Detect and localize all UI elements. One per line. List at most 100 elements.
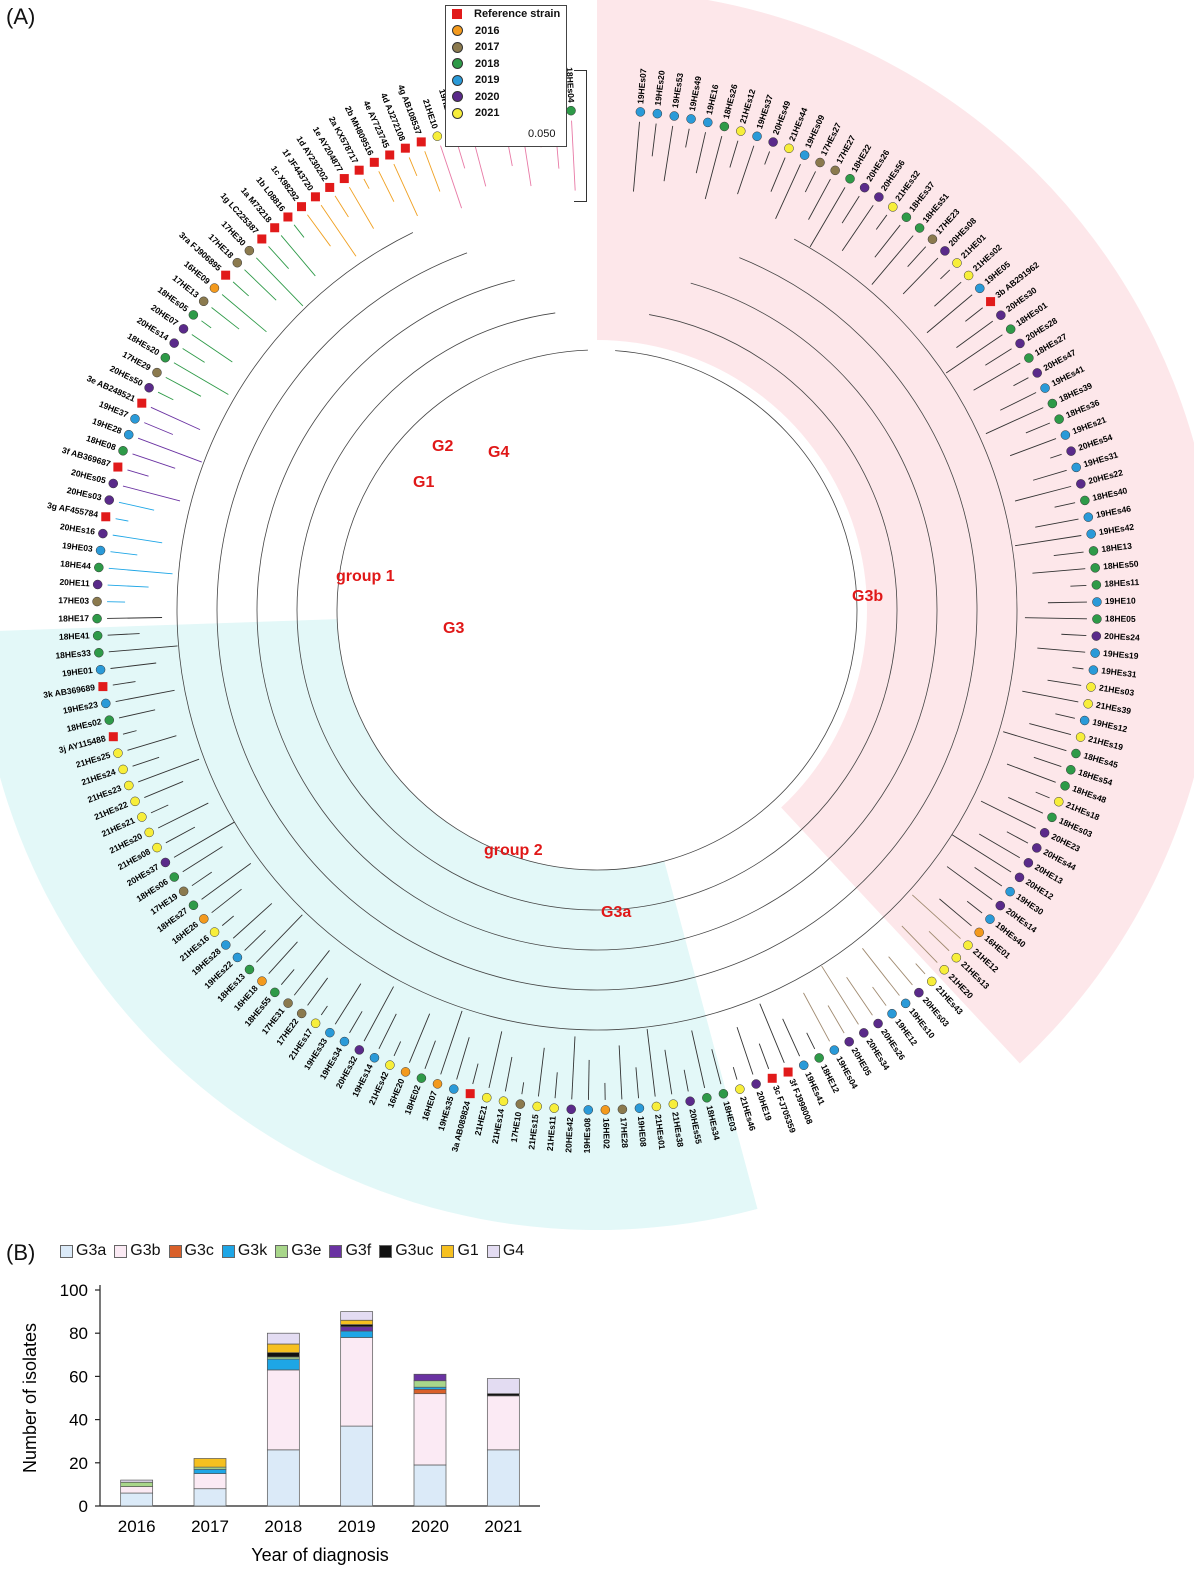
bar-legend-label: G3uc — [395, 1242, 434, 1259]
isolate-marker — [482, 1092, 492, 1103]
tree-branch — [150, 804, 169, 814]
isolate-marker — [939, 965, 949, 975]
isolate-marker — [92, 630, 103, 641]
isolate-marker — [310, 1018, 321, 1029]
isolate-marker — [1014, 872, 1025, 883]
isolate-marker — [232, 257, 243, 268]
tree-branch — [1025, 422, 1051, 434]
label-g3b: G3b — [852, 588, 884, 605]
tip-label: 20HEs24 — [1104, 631, 1140, 643]
isolate-marker — [963, 940, 973, 950]
tree-branch — [363, 178, 370, 189]
reference-strain-marker — [283, 212, 293, 222]
tree-branch — [888, 956, 913, 986]
isolate-marker — [859, 1028, 869, 1038]
tree-branch — [232, 903, 273, 939]
isolate-marker — [160, 857, 171, 868]
tip-label: 18HE13 — [1101, 541, 1133, 555]
circle-marker-icon — [452, 107, 463, 119]
bar-segment — [486, 1449, 520, 1507]
bar-legend-item: G4 — [486, 1242, 524, 1260]
tree-branch — [587, 1059, 590, 1100]
tree-branch — [806, 1032, 816, 1050]
tree-branch — [1037, 647, 1086, 653]
bar-segment — [413, 1380, 447, 1388]
isolate-marker — [830, 165, 840, 176]
tree-branch — [1053, 551, 1084, 557]
panel-a-label: (A) — [6, 4, 36, 29]
bar-segment — [120, 1479, 154, 1483]
tree-branch — [320, 1005, 328, 1016]
tree-branch — [945, 334, 1003, 374]
tree-branch — [191, 334, 233, 363]
tip-label: 3g AF455784 — [46, 500, 99, 520]
isolate-marker — [1088, 546, 1099, 556]
tree-branch — [1009, 438, 1057, 457]
tree-branch — [268, 941, 298, 975]
tree-branch — [1008, 797, 1044, 814]
tree-branch — [268, 246, 289, 269]
tree-branch — [440, 1010, 463, 1075]
tree-branch — [732, 1066, 738, 1080]
y-tick-label: 80 — [69, 1324, 88, 1343]
isolate-marker — [873, 1018, 883, 1029]
isolate-marker — [1015, 338, 1025, 349]
isolate-marker — [751, 1079, 761, 1089]
isolate-marker — [736, 126, 746, 136]
tree-branch — [664, 1049, 673, 1095]
bar-segment — [486, 1378, 520, 1395]
x-tick-label: 2021 — [484, 1517, 522, 1536]
bar-segment — [266, 1352, 300, 1358]
tree-branch — [320, 204, 357, 257]
tree-branch — [456, 1037, 470, 1080]
isolate-marker — [799, 1060, 809, 1071]
tree-branch — [165, 376, 202, 397]
tip-label: 21HEs01 — [653, 1114, 667, 1151]
isolate-marker — [339, 1036, 350, 1047]
tree-branch — [537, 1047, 545, 1097]
isolate-marker — [137, 812, 147, 822]
tree-branch — [191, 871, 213, 887]
bar-segment — [413, 1464, 447, 1507]
tree-branch — [841, 205, 874, 251]
tree-branch — [685, 128, 690, 148]
tip-label: 19HEs07 — [635, 68, 648, 104]
reference-strain-marker — [783, 1067, 793, 1077]
isolate-marker — [1091, 580, 1102, 590]
legend-swatch-icon — [275, 1244, 289, 1258]
y-tick-label: 60 — [69, 1367, 88, 1386]
isolate-marker — [169, 338, 179, 348]
isolate-marker — [926, 976, 937, 987]
reference-strain-marker — [400, 143, 410, 153]
tip-label: 21HEs46 — [738, 1095, 758, 1132]
bar-segment — [193, 1458, 227, 1468]
tree-branch — [173, 821, 235, 858]
isolate-marker — [799, 150, 810, 160]
tree-branch — [874, 224, 901, 258]
label-g3a: G3a — [601, 904, 632, 921]
tip-label: 20HEs03 — [66, 485, 103, 503]
reference-strain-marker — [98, 682, 108, 692]
bar-segment — [340, 1337, 374, 1427]
legend-swatch-icon — [60, 1244, 73, 1258]
bar-segment — [413, 1389, 447, 1395]
isolate-marker — [144, 382, 154, 393]
tree-branch — [138, 758, 200, 783]
reference-strain-marker — [297, 202, 307, 212]
isolate-marker — [752, 131, 762, 142]
tip-label: 18HE44 — [60, 558, 92, 571]
bar-segment — [120, 1481, 154, 1487]
tree-branch — [554, 1072, 558, 1099]
tree-branch — [695, 132, 707, 174]
isolate-marker — [814, 1053, 824, 1063]
tree-branch — [651, 123, 657, 157]
isolate-marker — [844, 1036, 854, 1047]
isolate-marker — [244, 964, 255, 975]
tree-branch — [737, 145, 755, 195]
tree-branch — [363, 986, 394, 1042]
isolate-marker — [1088, 665, 1099, 675]
isolate-marker — [124, 780, 134, 791]
tree-branch — [107, 633, 140, 636]
